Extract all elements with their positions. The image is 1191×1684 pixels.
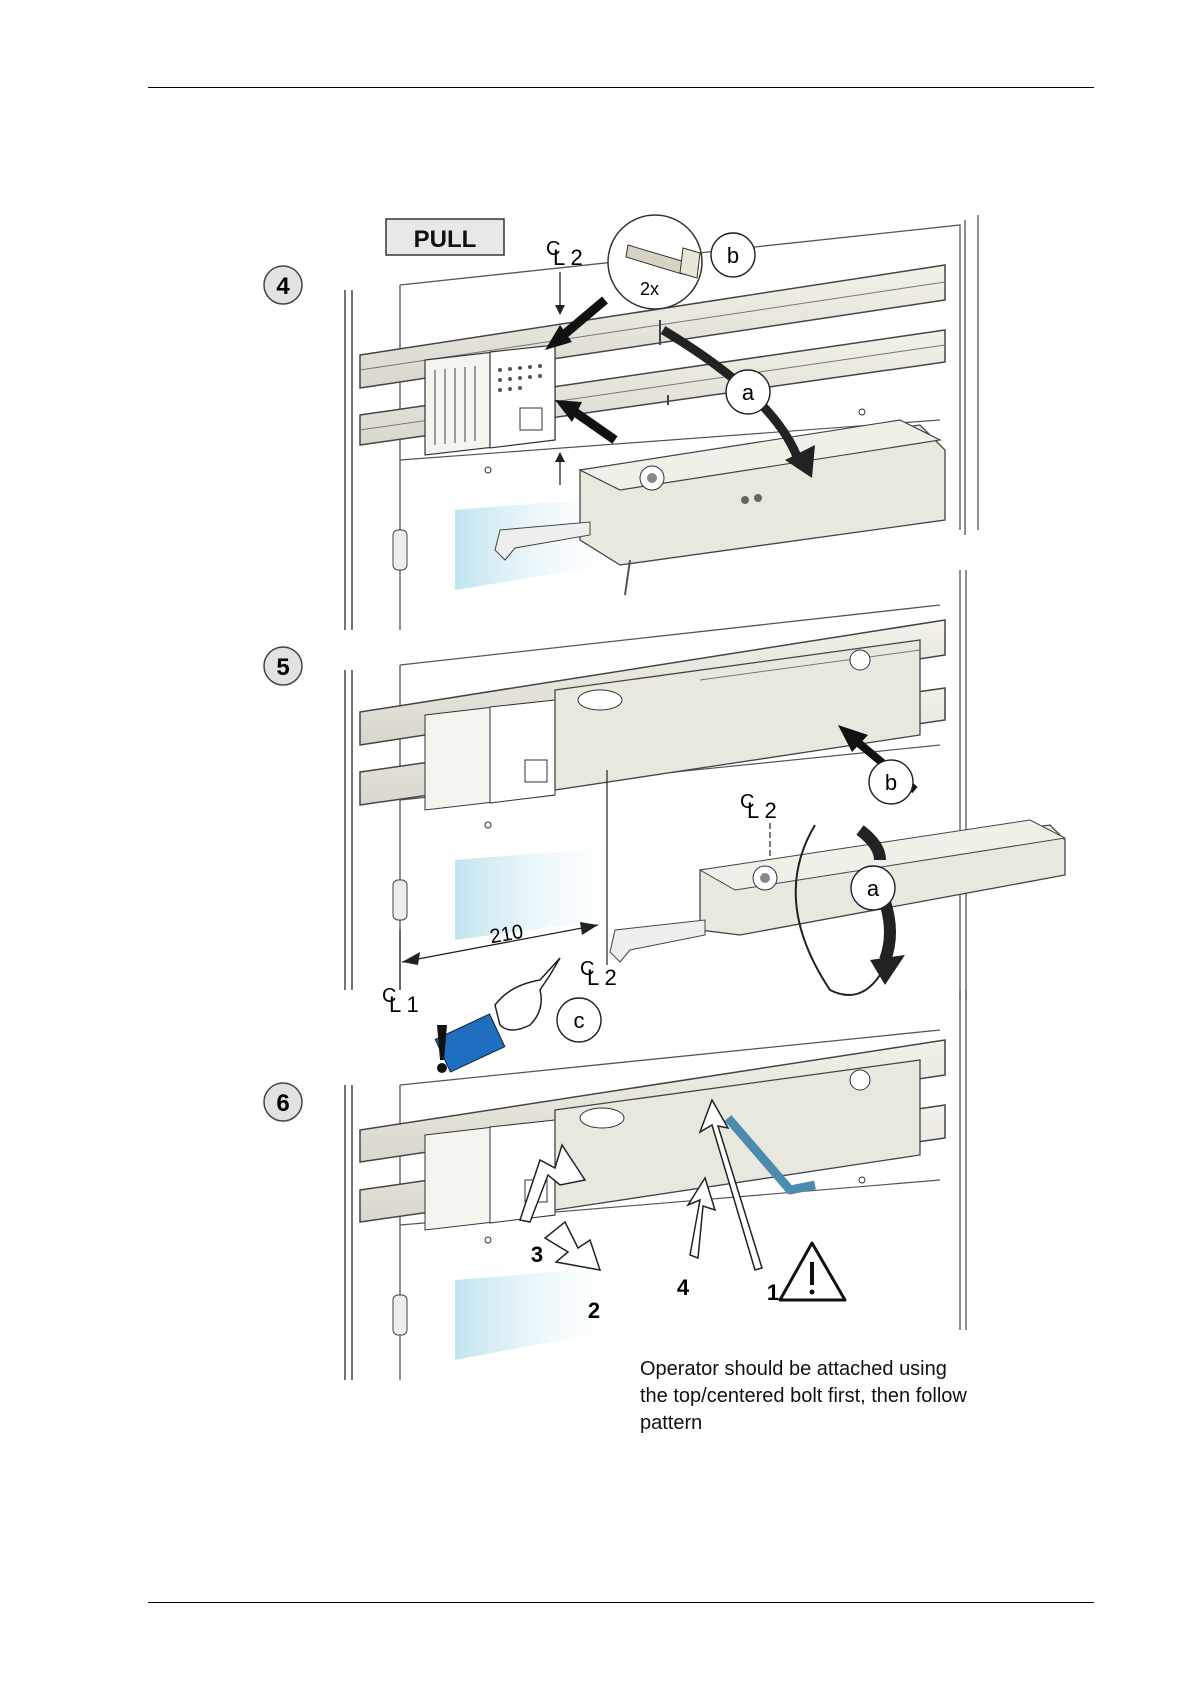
step-5-callout-c: c bbox=[574, 1008, 585, 1033]
step-5-centerline-1: L 1 bbox=[389, 992, 419, 1017]
step-5-illustration: C L 2 210 C L 1 C L 2 b a c bbox=[345, 570, 1065, 1073]
step-4-callout-b: b bbox=[727, 243, 739, 268]
pull-sign: PULL bbox=[386, 219, 504, 255]
step-4-centerline-label: L 2 bbox=[553, 245, 583, 270]
step-5-callout-b: b bbox=[885, 770, 897, 795]
step-6-bolt-2: 2 bbox=[588, 1298, 600, 1323]
step-6-illustration: 3 2 4 1 bbox=[345, 990, 966, 1380]
pull-sign-label: PULL bbox=[414, 226, 477, 253]
step-5-dimension: 210 bbox=[488, 921, 525, 948]
caption-line-3: pattern bbox=[640, 1410, 1000, 1437]
step-6-bolt-1: 1 bbox=[767, 1280, 779, 1305]
step-6-number: 6 bbox=[276, 1090, 289, 1117]
caption-line-2: the top/centered bolt first, then follow bbox=[640, 1383, 1000, 1410]
step-badge-4: 4 bbox=[264, 266, 302, 304]
step-4-callout-a: a bbox=[742, 380, 755, 405]
step-5-centerline-2-top: L 2 bbox=[747, 798, 777, 823]
caption-line-1: Operator should be attached using bbox=[640, 1356, 1000, 1383]
step-4-bolt-qty: 2x bbox=[640, 279, 659, 299]
pointing-hand-icon bbox=[435, 958, 560, 1072]
step-badge-5: 5 bbox=[264, 647, 302, 685]
step-badge-6: 6 bbox=[264, 1083, 302, 1121]
step-5-callout-a: a bbox=[867, 876, 880, 901]
footer-rule bbox=[148, 1602, 1094, 1603]
step-6-bolt-4: 4 bbox=[677, 1275, 690, 1300]
warning-triangle-icon bbox=[780, 1243, 845, 1300]
step-5-centerline-2: L 2 bbox=[587, 965, 617, 990]
step-4-number: 4 bbox=[276, 273, 290, 300]
step-4-illustration: C L 2 2x b a bbox=[345, 215, 978, 630]
instruction-caption: Operator should be attached using the to… bbox=[640, 1356, 1000, 1437]
step-6-bolt-3: 3 bbox=[531, 1242, 543, 1267]
step-5-number: 5 bbox=[276, 654, 289, 681]
